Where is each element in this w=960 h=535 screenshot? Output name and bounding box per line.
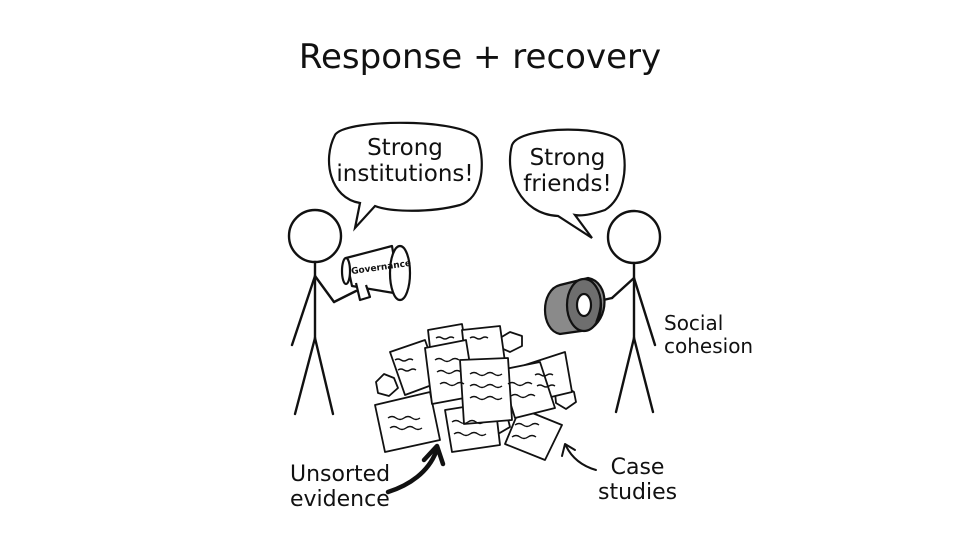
right-stick-figure [588,209,662,414]
paper-pile [374,323,577,461]
unsorted-evidence-arrow [385,449,439,495]
case-studies-line-2: studies [598,480,678,506]
right-bubble-line-2: friends! [523,171,612,198]
unsorted-evidence-arrowhead [421,443,446,467]
social-cohesion-line-1: Social [664,311,724,335]
speech-bubble-right [508,128,626,239]
case-studies-line-1: Case [610,455,665,480]
right-bubble-text: Strong friends! [515,145,620,198]
tape-roll-icon [543,276,606,336]
unsorted-evidence-line-2: evidence [290,487,390,513]
case-studies-arrow [565,445,597,471]
case-studies-label: Case studies [598,455,677,506]
page-title: Response + recovery [298,37,662,77]
social-cohesion-label: Social cohesion [664,312,753,358]
unsorted-evidence-line-1: Unsorted [290,462,391,487]
right-bubble-line-1: Strong [529,145,606,171]
unsorted-evidence-label: Unsorted evidence [290,462,390,513]
left-stick-figure [287,208,358,416]
left-bubble-line-2: institutions! [336,161,474,188]
speech-bubble-left [327,121,483,232]
left-bubble-line-1: Strong [367,135,443,161]
case-studies-arrowhead [561,443,576,457]
social-cohesion-line-2: cohesion [664,334,754,358]
left-bubble-text: Strong institutions! [335,135,475,188]
megaphone-icon [340,244,412,302]
